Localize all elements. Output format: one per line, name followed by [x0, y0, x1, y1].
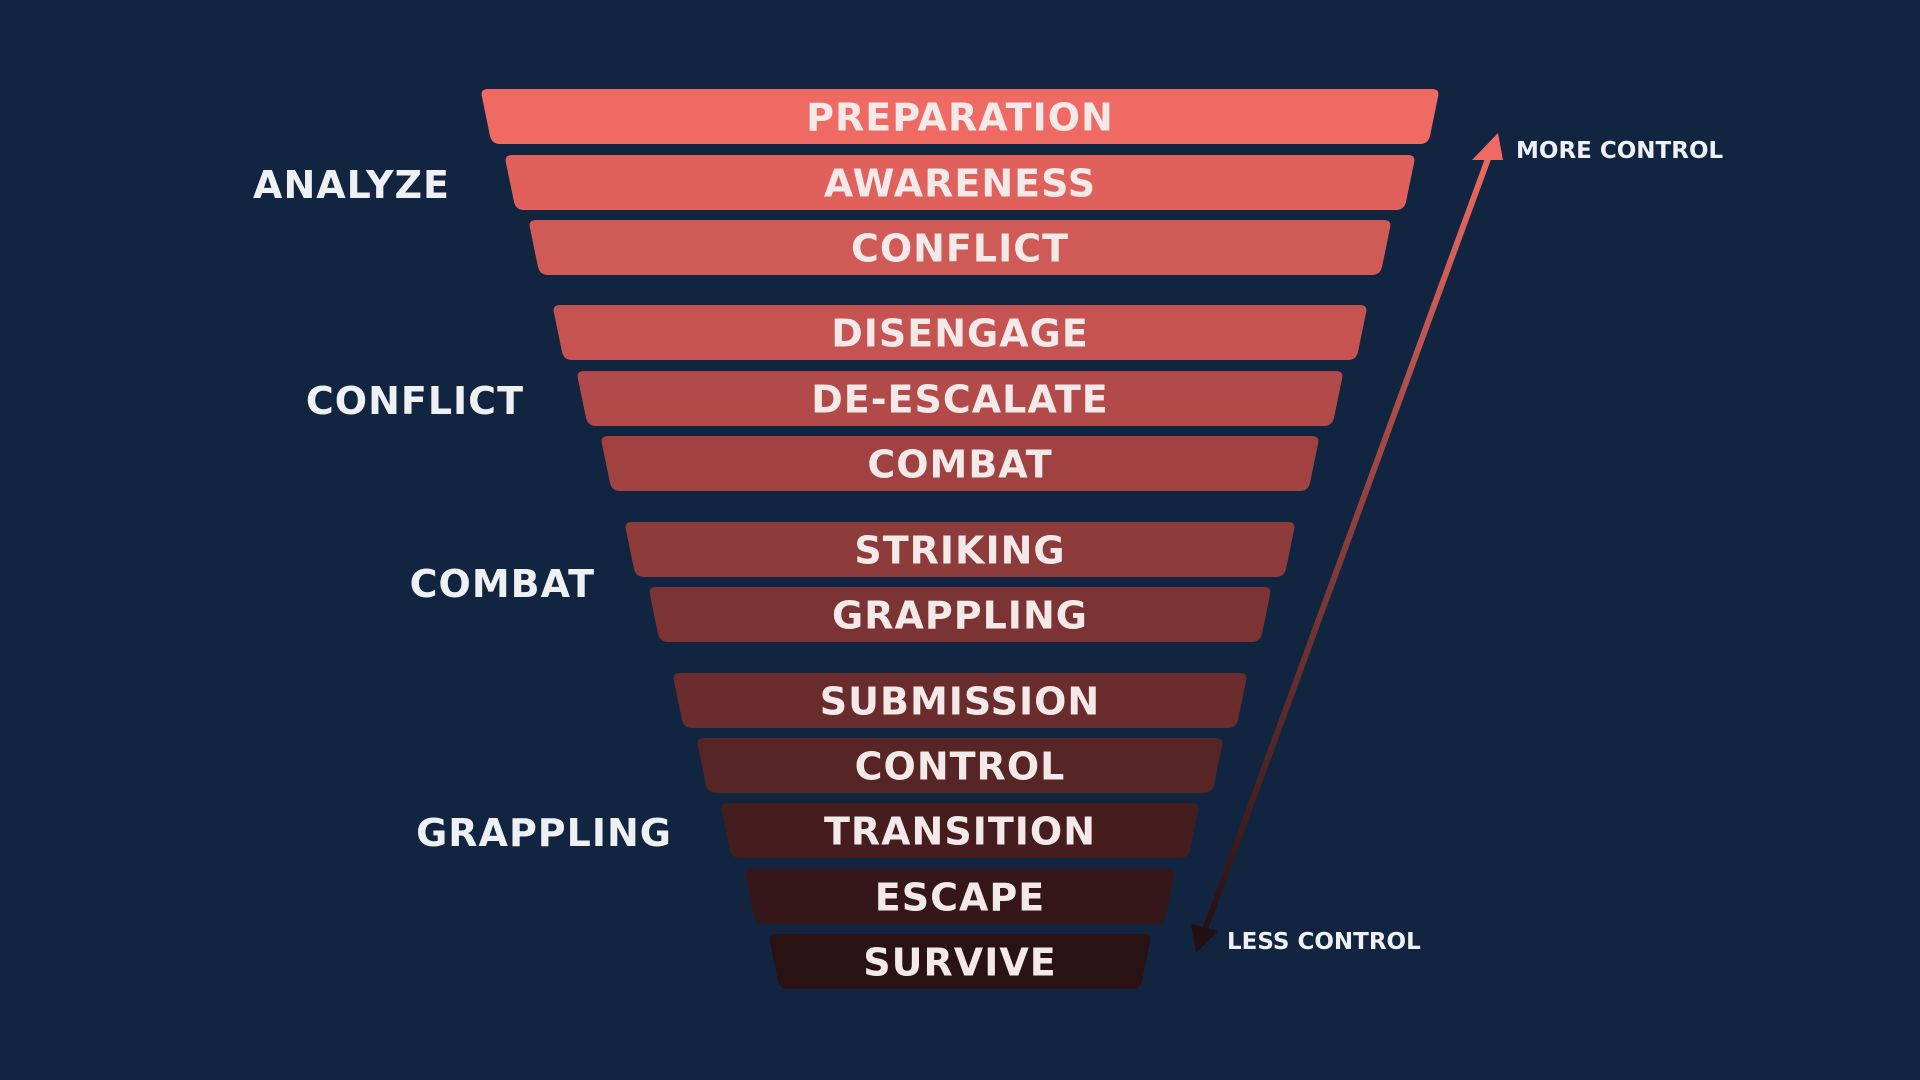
- arrow-down-icon: [1191, 924, 1218, 953]
- control-arrow-shaft: [1200, 146, 1495, 937]
- funnel-band-label: SURVIVE: [863, 941, 1056, 985]
- funnel-band-grappling: [649, 587, 1271, 642]
- funnel-band-awareness: [505, 155, 1415, 210]
- funnel-band-survive: [769, 934, 1151, 989]
- funnel-band-striking: [625, 522, 1295, 577]
- funnel-band-label: CONFLICT: [851, 227, 1069, 271]
- funnel-band-label: DISENGAGE: [831, 312, 1089, 356]
- funnel-band-label: STRIKING: [854, 529, 1065, 573]
- funnel-band-de-escalate: [577, 371, 1343, 426]
- funnel-band-label: COMBAT: [867, 443, 1052, 487]
- funnel-band-label: GRAPPLING: [832, 594, 1088, 638]
- funnel-band-submission: [673, 673, 1247, 728]
- funnel-band-transition: [721, 803, 1199, 858]
- funnel-band-conflict: [529, 220, 1391, 275]
- more-control-label: MORE CONTROL: [1516, 138, 1724, 164]
- funnel-band-control: [697, 738, 1223, 793]
- arrow-up-icon: [1472, 133, 1503, 160]
- funnel-band-label: ESCAPE: [875, 876, 1045, 920]
- funnel-band-label: CONTROL: [855, 745, 1066, 789]
- funnel-band-disengage: [553, 305, 1367, 360]
- funnel-band-label: AWARENESS: [824, 162, 1096, 206]
- group-label-conflict: CONFLICT: [306, 379, 524, 423]
- funnel-band-label: SUBMISSION: [820, 680, 1100, 724]
- group-label-grappling: GRAPPLING: [416, 811, 672, 855]
- group-label-combat: COMBAT: [410, 562, 595, 606]
- funnel-bands: PREPARATION AWARENESS CONFLICT DISENGAGE DE-…: [481, 89, 1439, 989]
- funnel-band-label: PREPARATION: [806, 96, 1114, 140]
- funnel-band-label: TRANSITION: [824, 810, 1096, 854]
- group-labels: ANALYZE CONFLICT COMBAT GRAPPLING: [253, 163, 672, 855]
- funnel-band-escape: [745, 869, 1175, 924]
- less-control-label: LESS CONTROL: [1227, 929, 1421, 955]
- funnel-band-combat: [601, 436, 1319, 491]
- funnel-band-preparation: [481, 89, 1439, 144]
- control-arrow: MORE CONTROL LESS CONTROL: [1191, 133, 1724, 955]
- funnel-band-label: DE-ESCALATE: [811, 378, 1108, 422]
- group-label-analyze: ANALYZE: [253, 163, 450, 207]
